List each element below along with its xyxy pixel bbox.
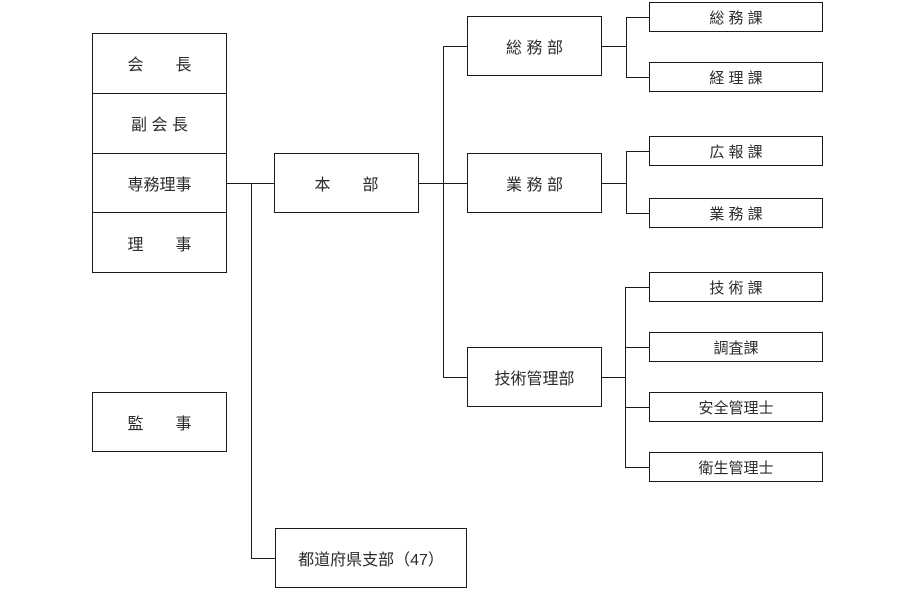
connector-line: [602, 377, 625, 378]
node-general-affairs-section: 総 務 課: [649, 2, 823, 32]
node-accounting-section: 経 理 課: [649, 62, 823, 92]
connector-line: [251, 558, 275, 559]
node-prefectural-branches: 都道府県支部（47）: [275, 528, 467, 588]
node-technical-management-dept: 技術管理部: [467, 347, 602, 407]
connector-line: [443, 377, 467, 378]
connector-line: [626, 17, 627, 77]
connector-line: [602, 46, 626, 47]
connector-line: [626, 77, 649, 78]
connector-line: [626, 151, 649, 152]
node-operations-section: 業 務 課: [649, 198, 823, 228]
node-director: 理 事: [127, 236, 192, 254]
connector-line: [251, 183, 252, 558]
node-chairman: 会 長: [93, 34, 226, 94]
node-research-section: 調査課: [649, 332, 823, 362]
node-vice-chairman: 副 会 長: [93, 94, 226, 154]
node-auditor: 監 事: [92, 392, 227, 452]
node-technical-section: 技 術 課: [649, 272, 823, 302]
connector-line: [625, 287, 626, 467]
connector-line: [626, 17, 649, 18]
connector-line: [625, 467, 649, 468]
node-headquarters: 本 部: [274, 153, 419, 213]
connector-line: [443, 46, 444, 377]
node-safety-manager: 安全管理士: [649, 392, 823, 422]
node-general-affairs-dept: 総 務 部: [467, 16, 602, 76]
node-public-relations-section: 広 報 課: [649, 136, 823, 166]
node-executive-director: 専務理事: [93, 154, 226, 214]
connector-line: [626, 213, 649, 214]
officer-stack: 会 長 副 会 長 専務理事 理 事: [92, 33, 227, 273]
connector-line: [625, 347, 649, 348]
connector-line: [227, 183, 274, 184]
node-health-manager: 衛生管理士: [649, 452, 823, 482]
connector-line: [602, 183, 626, 184]
connector-line: [443, 46, 467, 47]
connector-line: [626, 151, 627, 213]
connector-line: [625, 287, 649, 288]
node-operations-dept: 業 務 部: [467, 153, 602, 213]
connector-line: [625, 407, 649, 408]
